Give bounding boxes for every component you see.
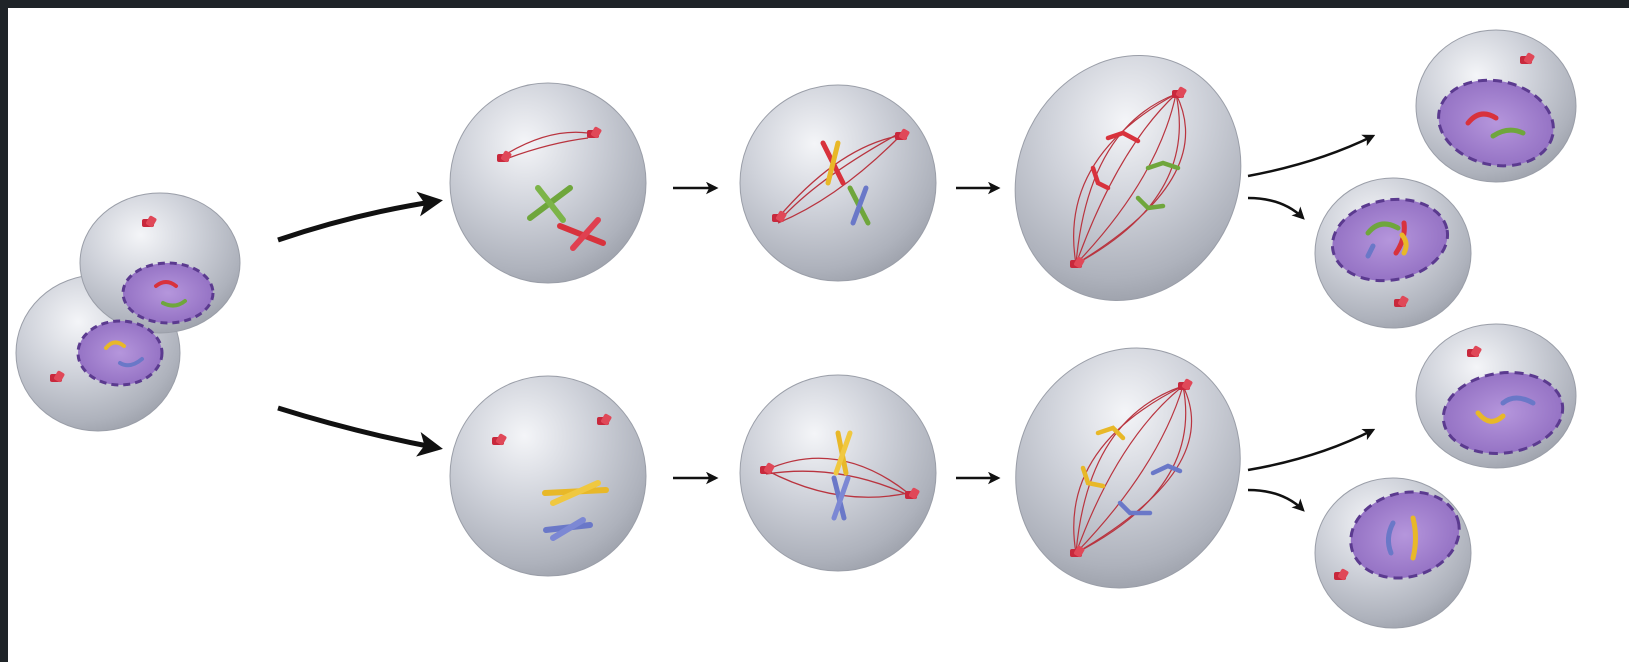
- bottom-daughter-cell-1: [1416, 324, 1576, 468]
- arrow-icon: [278, 408, 438, 448]
- nucleus-icon: [123, 263, 213, 323]
- top-anaphase-cell: [975, 18, 1280, 338]
- top-metaphase-cell: [740, 85, 936, 281]
- bottom-metaphase-cell: [740, 375, 936, 571]
- diagram-canvas: [8, 8, 1629, 662]
- arrow-icon: [278, 201, 438, 240]
- bottom-prophase-cell: [450, 376, 646, 576]
- arrow-icon: [1248, 136, 1373, 176]
- meiosis-diagram: [8, 8, 1629, 662]
- top-daughter-cell-2: [1315, 178, 1471, 328]
- arrow-icon: [1248, 198, 1303, 218]
- arrow-icon: [1248, 490, 1303, 510]
- parent-cell-group: [16, 193, 240, 431]
- bottom-daughter-cell-2: [1315, 478, 1471, 628]
- nucleus-icon: [78, 321, 162, 385]
- top-daughter-cell-1: [1416, 30, 1576, 182]
- bottom-anaphase-cell: [977, 311, 1280, 625]
- top-prophase-cell: [450, 83, 646, 283]
- arrow-icon: [1248, 430, 1373, 470]
